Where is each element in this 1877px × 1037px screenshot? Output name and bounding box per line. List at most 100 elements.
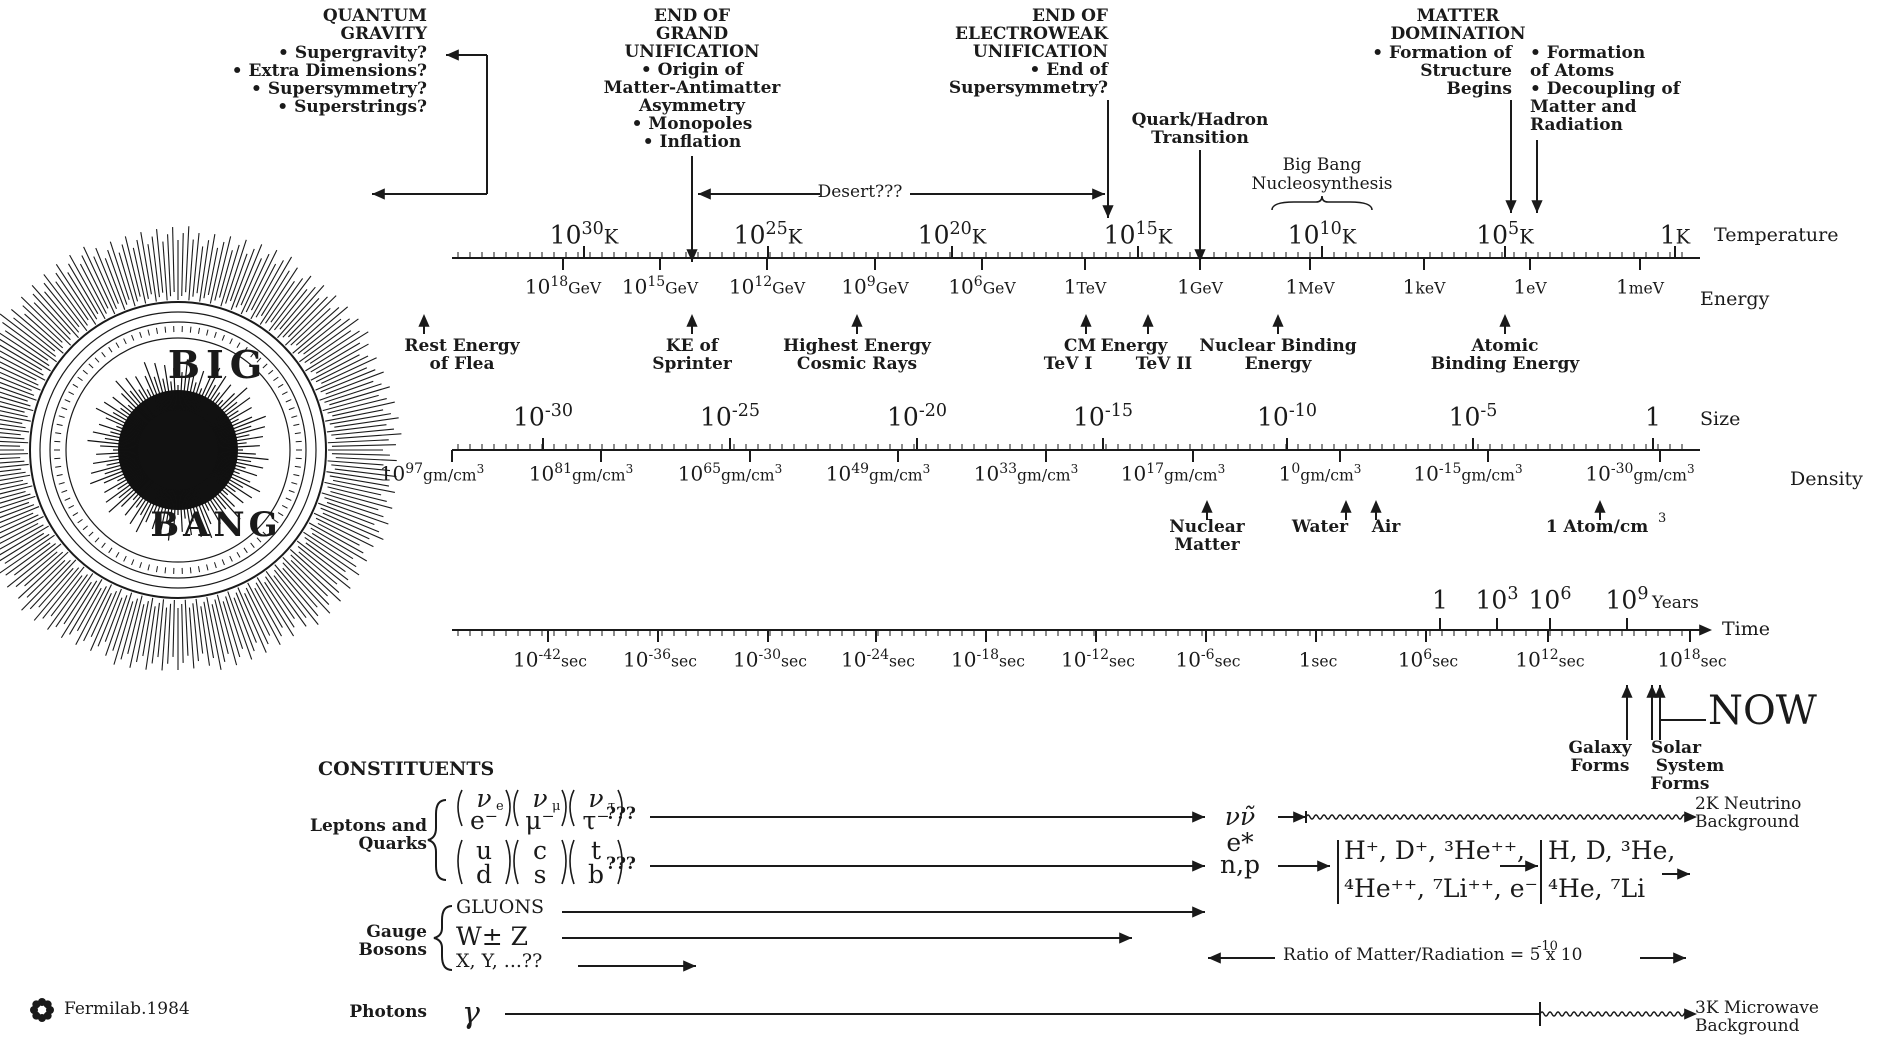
emblem-ray	[326, 424, 387, 433]
emblem-burst	[98, 423, 141, 439]
emblem-ray	[79, 263, 107, 314]
emblem-ray	[290, 559, 328, 597]
density-tick-label-base: 10	[1413, 461, 1439, 486]
time-tick-label-base: 10	[1657, 647, 1683, 672]
emblem-burst	[187, 382, 197, 412]
density-tick-label-exp: -15	[1438, 461, 1462, 477]
temp-tick-label-unit: K	[603, 225, 619, 249]
atoms-arrow-out-head	[1677, 868, 1690, 880]
energy-tick-label-unit: eV	[1526, 279, 1547, 298]
density-tick-label: 10gm/cm3	[1279, 462, 1362, 485]
emblem-dash	[108, 547, 113, 554]
emblem-ray	[240, 258, 262, 306]
emblem-ray	[47, 574, 88, 630]
emblem-dash	[94, 357, 100, 363]
emblem-dash	[277, 512, 284, 517]
emblem-ray	[188, 607, 195, 669]
density-tick-label: 10-30gm/cm3	[1585, 462, 1694, 485]
emblem-ray	[274, 289, 308, 331]
time-tick-label-exp: 12	[1540, 647, 1559, 663]
emblem-ray	[268, 275, 312, 332]
emblem-dash	[164, 326, 167, 333]
emblem-burst	[112, 396, 148, 426]
emblem-dash	[82, 369, 88, 375]
emblem-ray	[235, 592, 257, 643]
emblem-burst	[146, 389, 161, 415]
emblem-burst	[214, 416, 253, 435]
density-tick-label: 1081gm/cm3	[529, 462, 633, 485]
emblem-ray	[192, 232, 200, 297]
qh-line-2: Transition	[1151, 128, 1249, 148]
time-tick-label-exp: -30	[758, 647, 782, 663]
emblem-ray	[0, 460, 25, 464]
energy-tick-label-base: 1	[1402, 274, 1416, 299]
qg-arrow-out-head	[372, 188, 385, 200]
energy-tick-label-unit: MeV	[1298, 279, 1335, 298]
emblem-ray	[329, 386, 390, 406]
photon-symbol: γ	[462, 996, 480, 1031]
emblem-ray	[315, 517, 374, 548]
energy-tick-label-unit: meV	[1628, 279, 1665, 298]
emblem-ray	[113, 601, 134, 665]
emblem-ray	[0, 490, 26, 500]
emblem-dash	[72, 383, 79, 388]
emblem-burst	[154, 362, 169, 412]
leptons-brace	[427, 799, 447, 881]
emblem-burst	[216, 426, 266, 441]
md-item: Begins	[1446, 79, 1512, 99]
gauge-label-2: Bosons	[358, 940, 427, 960]
emblem-ray	[227, 591, 253, 660]
emblem-ray	[264, 581, 295, 628]
emblem-ray	[329, 475, 390, 487]
emblem-ring	[29, 301, 327, 599]
emblem-ray	[104, 258, 126, 310]
neutrino-bg-2: Background	[1695, 812, 1800, 832]
time-tick-label-exp: -36	[648, 647, 672, 663]
emblem-burst	[162, 378, 171, 411]
emblem-ray	[161, 607, 168, 671]
density-tick-label-unit: gm/cm	[1461, 466, 1515, 485]
emblem-burst	[208, 474, 244, 504]
time-tick-label-unit: sec	[1558, 652, 1585, 671]
emblem-burst	[116, 425, 141, 437]
quark-paren-l	[569, 839, 575, 885]
temp-tick-label-exp: 25	[765, 219, 788, 239]
energy-tick-label-base: 10	[948, 274, 974, 299]
density-tick-label-base: 10	[973, 461, 1000, 486]
bbn-brace	[1271, 195, 1373, 211]
emblem-ray	[0, 396, 31, 407]
density-tick-label-unit: gm/cm	[869, 466, 923, 485]
atoms-item: Matter and	[1530, 97, 1637, 117]
size-tick-label-exp: -20	[918, 401, 947, 421]
density-tick-label-unit-exp: 3	[625, 462, 634, 476]
emblem-ray	[63, 581, 92, 625]
emblem-burst	[191, 388, 203, 413]
solar-line-2: System	[1655, 756, 1725, 776]
emblem-ray	[0, 525, 49, 556]
gu-title_2: GRAND	[655, 24, 729, 44]
emblem-dash	[61, 407, 68, 411]
emblem-ray	[282, 562, 331, 614]
emblem-dash	[197, 566, 201, 573]
size-tick-label-base: 10	[700, 402, 732, 432]
emblem-burst	[138, 389, 157, 417]
emblem-ray	[331, 464, 391, 472]
emblem-ray	[83, 584, 113, 642]
emblem-ray	[107, 249, 128, 305]
photons-label: Photons	[349, 1002, 427, 1022]
emblem-ray	[118, 252, 136, 307]
desert-left-head	[698, 188, 711, 200]
emblem-ray	[200, 606, 211, 666]
emblem-ray	[0, 410, 28, 418]
ew-item: • End of	[1029, 60, 1108, 80]
emblem-dash	[68, 504, 75, 509]
emblem-burst	[195, 367, 221, 415]
emblem-ray	[313, 512, 370, 540]
energy-tick-label-unit: keV	[1415, 279, 1446, 298]
emblem-ray	[127, 595, 143, 655]
emblem-burst	[159, 488, 169, 518]
emblem-ray	[38, 567, 74, 608]
lepton-paren-r	[617, 789, 623, 827]
qg-arrow-in-head	[446, 49, 459, 61]
emblem-ray	[67, 272, 98, 320]
